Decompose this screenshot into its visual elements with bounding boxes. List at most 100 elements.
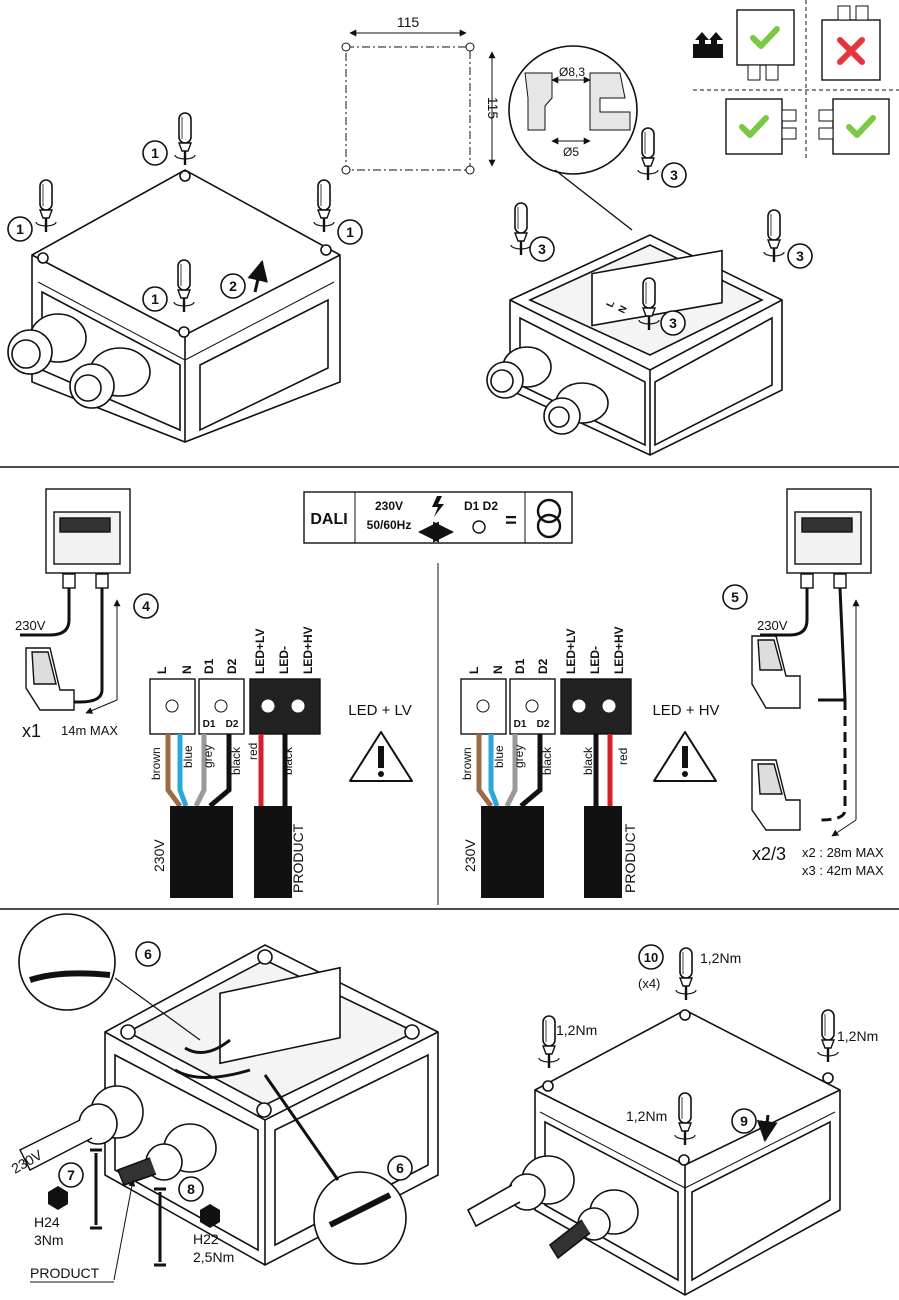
svg-text:D2: D2 [536, 658, 550, 674]
step-4-label: 4 [142, 598, 150, 614]
svg-text:LED+HV: LED+HV [612, 626, 626, 674]
step-10-label: 10 [644, 950, 658, 965]
product-cable-label: PRODUCT [622, 823, 638, 893]
max-length-x2: x2 : 28m MAX [802, 845, 884, 860]
mains-cable-label: 230V [462, 839, 478, 872]
hex-nut-icon [48, 1186, 68, 1210]
mains-voltage-label: 230V [757, 618, 788, 633]
dali-label: DALI [310, 511, 347, 528]
detail-magnifier-gland [18, 913, 116, 1011]
mains-cable-label: 230V [151, 839, 167, 872]
lift-arrow-icon [247, 259, 268, 293]
step-2-badge [220, 273, 246, 299]
step-5-badge [722, 584, 748, 610]
step-6-badge [387, 1155, 413, 1181]
terminal-N-label: N [617, 304, 630, 315]
wire-color-label: black [229, 746, 243, 775]
mains-cable [481, 806, 544, 898]
step-3-label: 3 [669, 315, 677, 331]
detail-magnifier-terminal [313, 1171, 407, 1265]
svg-text:D1: D1 [513, 658, 527, 674]
product-cable [254, 806, 292, 898]
step-1-label: 1 [151, 145, 159, 161]
dimension-horizontal: 115 [397, 14, 420, 30]
wire-color-label: grey [512, 745, 526, 768]
close-lid-arrow-icon [756, 1114, 778, 1143]
torque-label: 1,2Nm [626, 1108, 667, 1124]
cable-gland-left-1 [7, 313, 151, 409]
fixture-count: x2/3 [752, 844, 786, 864]
product-cable-label: PRODUCT [290, 823, 306, 893]
product-pointer [113, 1179, 136, 1281]
terminal-L-label: L [605, 299, 618, 309]
step-3-label: 3 [538, 241, 546, 257]
terminal-block-hv: L N D1 D2 LED+LV LED- LED+HV D1 D2 [460, 626, 632, 735]
warning-icon [349, 731, 413, 782]
dali-bus-symbol-icon [536, 498, 562, 524]
max-length: 14m MAX [61, 723, 118, 738]
step-7-badge [58, 1162, 84, 1188]
step-6-label: 6 [144, 946, 152, 962]
step-6-label: 6 [396, 1160, 404, 1176]
mains-cable [170, 806, 233, 898]
mains-voltage-label: 230V [15, 618, 46, 633]
step-3-badges [529, 162, 813, 336]
svg-text:N: N [491, 665, 505, 674]
torque-label: 1,2Nm [700, 950, 741, 966]
step-1-label: 1 [151, 291, 159, 307]
dali-frequency: 50/60Hz [367, 518, 412, 532]
screw-count: (x4) [638, 976, 660, 991]
wrench-torque: 3Nm [34, 1232, 64, 1248]
svg-text:LED-: LED- [588, 646, 602, 674]
svg-text:LED+LV: LED+LV [564, 629, 578, 674]
step-6-badge [135, 941, 161, 967]
wires-lv [165, 734, 288, 808]
not-ok-cross-icon [837, 37, 865, 65]
hv-wiring-box-illustration [751, 488, 872, 837]
step-9-badge [731, 1108, 757, 1134]
wires-hv [476, 734, 613, 808]
step-1-label: 1 [16, 221, 24, 237]
mode-label: LED + HV [652, 702, 719, 719]
wire-color-label: brown [149, 747, 163, 780]
wire-color-label: black [281, 746, 295, 775]
step-8-label: 8 [187, 1181, 195, 1197]
step-5-label: 5 [731, 589, 739, 605]
step-1-label: 1 [346, 224, 354, 240]
step-8-badge [178, 1176, 204, 1202]
svg-text:LED+LV: LED+LV [253, 629, 267, 674]
wire-color-label: black [581, 746, 595, 775]
box-open-mounting-illustration [486, 234, 783, 456]
svg-text:D1: D1 [202, 658, 216, 674]
mode-label: LED + LV [348, 702, 412, 719]
torque-label: 1,2Nm [556, 1022, 597, 1038]
lightning-icon [432, 496, 444, 517]
svg-text:D2: D2 [537, 719, 550, 730]
wire-color-label: red [616, 748, 630, 765]
detail-cable [29, 970, 111, 983]
product-cable [584, 806, 622, 898]
step-3-label: 3 [796, 248, 804, 264]
step-4-badge [133, 593, 159, 619]
hole-detail-magnifier [508, 45, 638, 231]
svg-text:D2: D2 [226, 719, 239, 730]
wire-color-label: black [540, 746, 554, 775]
svg-text:D1: D1 [514, 719, 527, 730]
box-closed-illustration [466, 1009, 841, 1296]
dali-voltage: 230V [375, 499, 403, 513]
wire-color-label: blue [181, 745, 195, 768]
torque-label: 1,2Nm [837, 1028, 878, 1044]
fixture-count: x1 [22, 721, 41, 741]
wire-color-label: red [246, 743, 260, 760]
wire-color-label: blue [492, 745, 506, 768]
svg-text:N: N [180, 665, 194, 674]
svg-text:LED+HV: LED+HV [301, 626, 315, 674]
up-arrows-icon [693, 38, 723, 58]
step-10-badge [638, 944, 664, 970]
step-2-label: 2 [229, 278, 237, 294]
svg-text:D2: D2 [225, 658, 239, 674]
hole-diameter-bottom: Ø5 [563, 145, 579, 159]
step-3-label: 3 [670, 167, 678, 183]
max-length-x3: x3 : 42m MAX [802, 863, 884, 878]
